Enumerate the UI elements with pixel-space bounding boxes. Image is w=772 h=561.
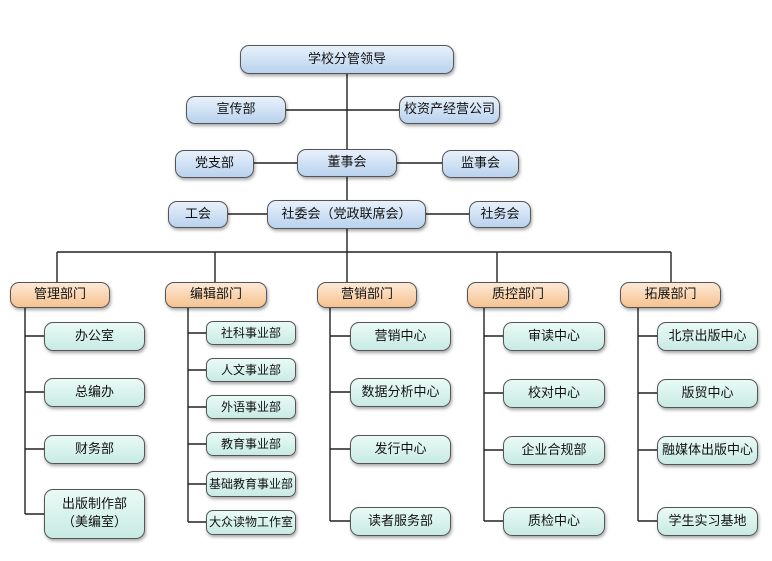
unit-compliance-node: 企业合规部 — [503, 436, 605, 465]
unit-finance-node: 财务部 — [44, 435, 145, 464]
union-node: 工会 — [168, 201, 228, 228]
party-branch-node: 党支部 — [175, 150, 254, 178]
unit-education-node: 教育事业部 — [206, 432, 296, 456]
affairs-node: 社务会 — [469, 201, 531, 228]
unit-chief-editor-office-node: 总编办 — [44, 378, 145, 407]
unit-office-node: 办公室 — [44, 322, 145, 351]
school-leader-node: 学校分管领导 — [240, 45, 454, 74]
dept-editorial-node: 编辑部门 — [165, 282, 267, 308]
committee-node: 社委会（党政联席会） — [267, 200, 426, 229]
dept-quality-node: 质控部门 — [467, 282, 569, 308]
unit-internship-base-node: 学生实习基地 — [657, 507, 758, 536]
publicity-dept-node: 宣传部 — [186, 96, 286, 124]
unit-proofreading-node: 校对中心 — [503, 379, 605, 408]
dept-marketing-node: 营销部门 — [317, 282, 417, 308]
unit-quality-inspection-node: 质检中心 — [503, 507, 605, 536]
asset-company-node: 校资产经营公司 — [399, 96, 500, 124]
unit-humanities-node: 人文事业部 — [206, 358, 296, 382]
unit-review-center-node: 审读中心 — [503, 322, 605, 351]
unit-popular-reading-node: 大众读物工作室 — [206, 510, 296, 535]
unit-beijing-publishing-node: 北京出版中心 — [657, 322, 758, 351]
unit-media-publishing-node: 融媒体出版中心 — [657, 436, 758, 465]
dept-management-node: 管理部门 — [10, 282, 110, 308]
dept-expansion-node: 拓展部门 — [620, 282, 721, 308]
unit-basic-education-node: 基础教育事业部 — [206, 471, 296, 497]
unit-distribution-node: 发行中心 — [350, 435, 451, 464]
unit-production-node: 出版制作部 （美编室） — [44, 489, 145, 539]
unit-social-science-node: 社科事业部 — [206, 321, 296, 345]
unit-foreign-language-node: 外语事业部 — [206, 395, 296, 419]
unit-data-analysis-node: 数据分析中心 — [350, 378, 451, 407]
supervisors-node: 监事会 — [442, 150, 519, 178]
board-node: 董事会 — [297, 149, 397, 177]
unit-reader-service-node: 读者服务部 — [350, 507, 451, 536]
unit-marketing-center-node: 营销中心 — [350, 322, 451, 351]
unit-copyright-trade-node: 版贸中心 — [657, 379, 758, 408]
